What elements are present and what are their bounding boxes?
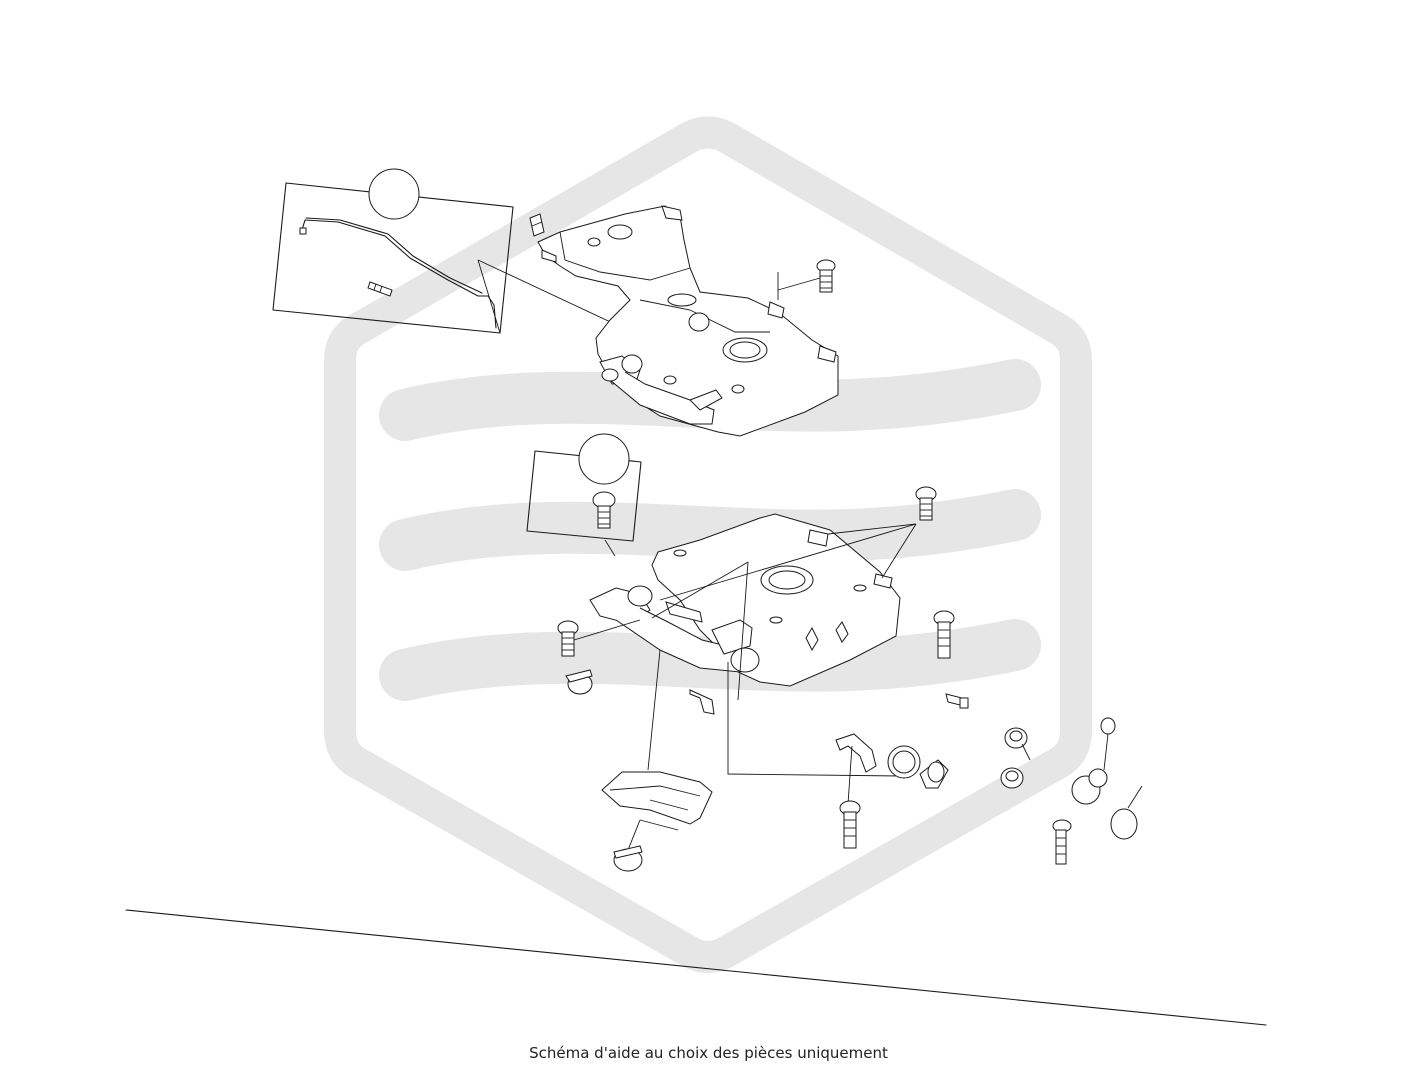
fuel-cap-icon-2	[1000, 767, 1024, 789]
cap-tether-assembly	[1052, 717, 1143, 865]
filler-neck-assembly	[727, 662, 949, 789]
callout-circle-1	[368, 168, 420, 220]
hose-clamp-icon-bottom	[613, 845, 643, 872]
callout-circle-2	[578, 433, 630, 485]
detail-box-screw	[526, 433, 642, 557]
bolt-icon-filler	[839, 745, 861, 849]
bolt-icon-lower-left	[557, 619, 641, 657]
clip-icon-upper	[529, 213, 545, 237]
diagram-caption: Schéma d'aide au choix des pièces unique…	[529, 1044, 888, 1062]
frame-baseline	[125, 909, 1267, 1026]
bolt-icon-lower-top	[659, 486, 937, 601]
heat-shield-icon	[601, 771, 713, 851]
sensor-icon	[945, 693, 969, 709]
bracket-icon-center	[647, 649, 715, 771]
fuel-tank-lower	[589, 513, 901, 701]
bolt-icon-lower-right	[933, 610, 955, 659]
bolt-icon-upper-right	[777, 259, 836, 300]
fuel-cap-icon-1	[1004, 727, 1031, 761]
fuel-tank-upper	[537, 205, 839, 437]
hose-clamp-icon-left	[565, 669, 593, 695]
injector-icon	[367, 281, 393, 297]
